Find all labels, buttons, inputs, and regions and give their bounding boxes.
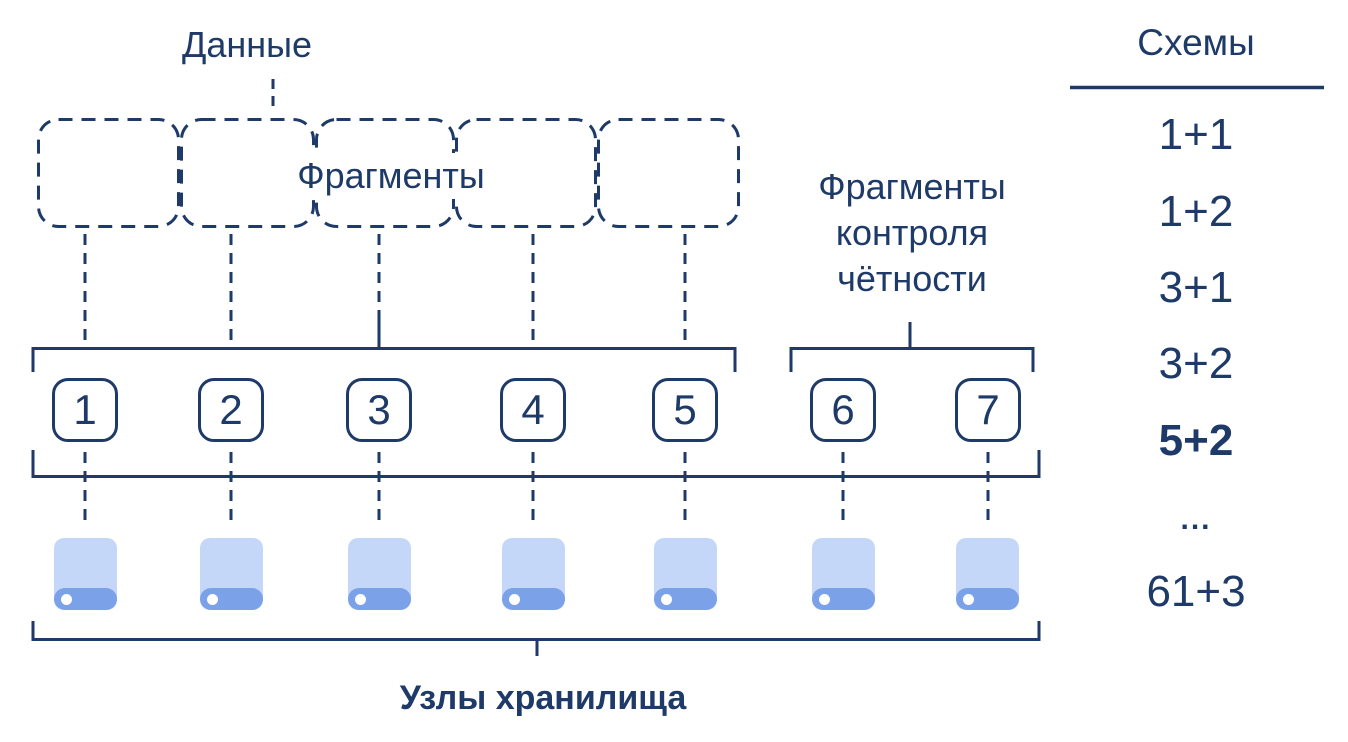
disk-icon [654,538,717,610]
parity-fragments-label: Фрагменты контроля чётности [818,164,1006,302]
disk-icon [54,538,117,610]
disk-icon [348,538,411,610]
scheme-item: 3+2 [1158,339,1234,388]
fragment-box-6: 6 [810,378,876,442]
scheme-item-emphasized: 5+2 [1158,416,1234,465]
data-chunk-dashed-boxes [37,118,740,228]
disk-icon [956,538,1019,610]
disk-icon [502,538,565,610]
disk-dot [355,594,366,605]
scheme-item: 3+1 [1158,263,1234,312]
fragments-label: Фрагменты [285,153,497,199]
disk-dot [509,594,520,605]
fragment-box-3: 3 [346,378,412,442]
data-fragments-bracket [31,314,737,372]
parity-label-line-3: чётности [837,258,987,299]
storage-nodes-label: Узлы хранилища [399,679,687,717]
scheme-item: 1+1 [1158,110,1234,159]
parity-fragments-bracket [789,322,1035,372]
scheme-item-ellipsis: ... [1180,503,1212,536]
disk-dot [963,594,974,605]
parity-label-line-2: контроля [835,212,989,253]
disk-band [502,588,565,610]
fragment-to-disk-dashed-connectors [83,452,990,528]
fragment-box-2: 2 [198,378,264,442]
fragment-box-4: 4 [500,378,566,442]
storage-nodes-bracket [31,621,1041,656]
disk-band [200,588,263,610]
fragment-box-5: 5 [652,378,718,442]
disk-icon [812,538,875,610]
disk-dot [819,594,830,605]
disk-dot [207,594,218,605]
data-label: Данные [181,24,313,65]
scheme-item: 61+3 [1146,567,1246,616]
fragment-box-1: 1 [52,378,118,442]
disk-band [812,588,875,610]
parity-label-line-1: Фрагменты [818,166,1006,207]
disk-dot [61,594,72,605]
fragment-box-7: 7 [955,378,1021,442]
disk-band [54,588,117,610]
disk-band [348,588,411,610]
schemes-title: Схемы [1137,22,1255,63]
scheme-item: 1+2 [1158,187,1234,236]
disk-dot [661,594,672,605]
disk-band [956,588,1019,610]
disk-band [654,588,717,610]
chunk-to-fragment-dashed-connectors [83,234,687,341]
all-fragments-bracket [31,450,1041,478]
disk-icon [200,538,263,610]
